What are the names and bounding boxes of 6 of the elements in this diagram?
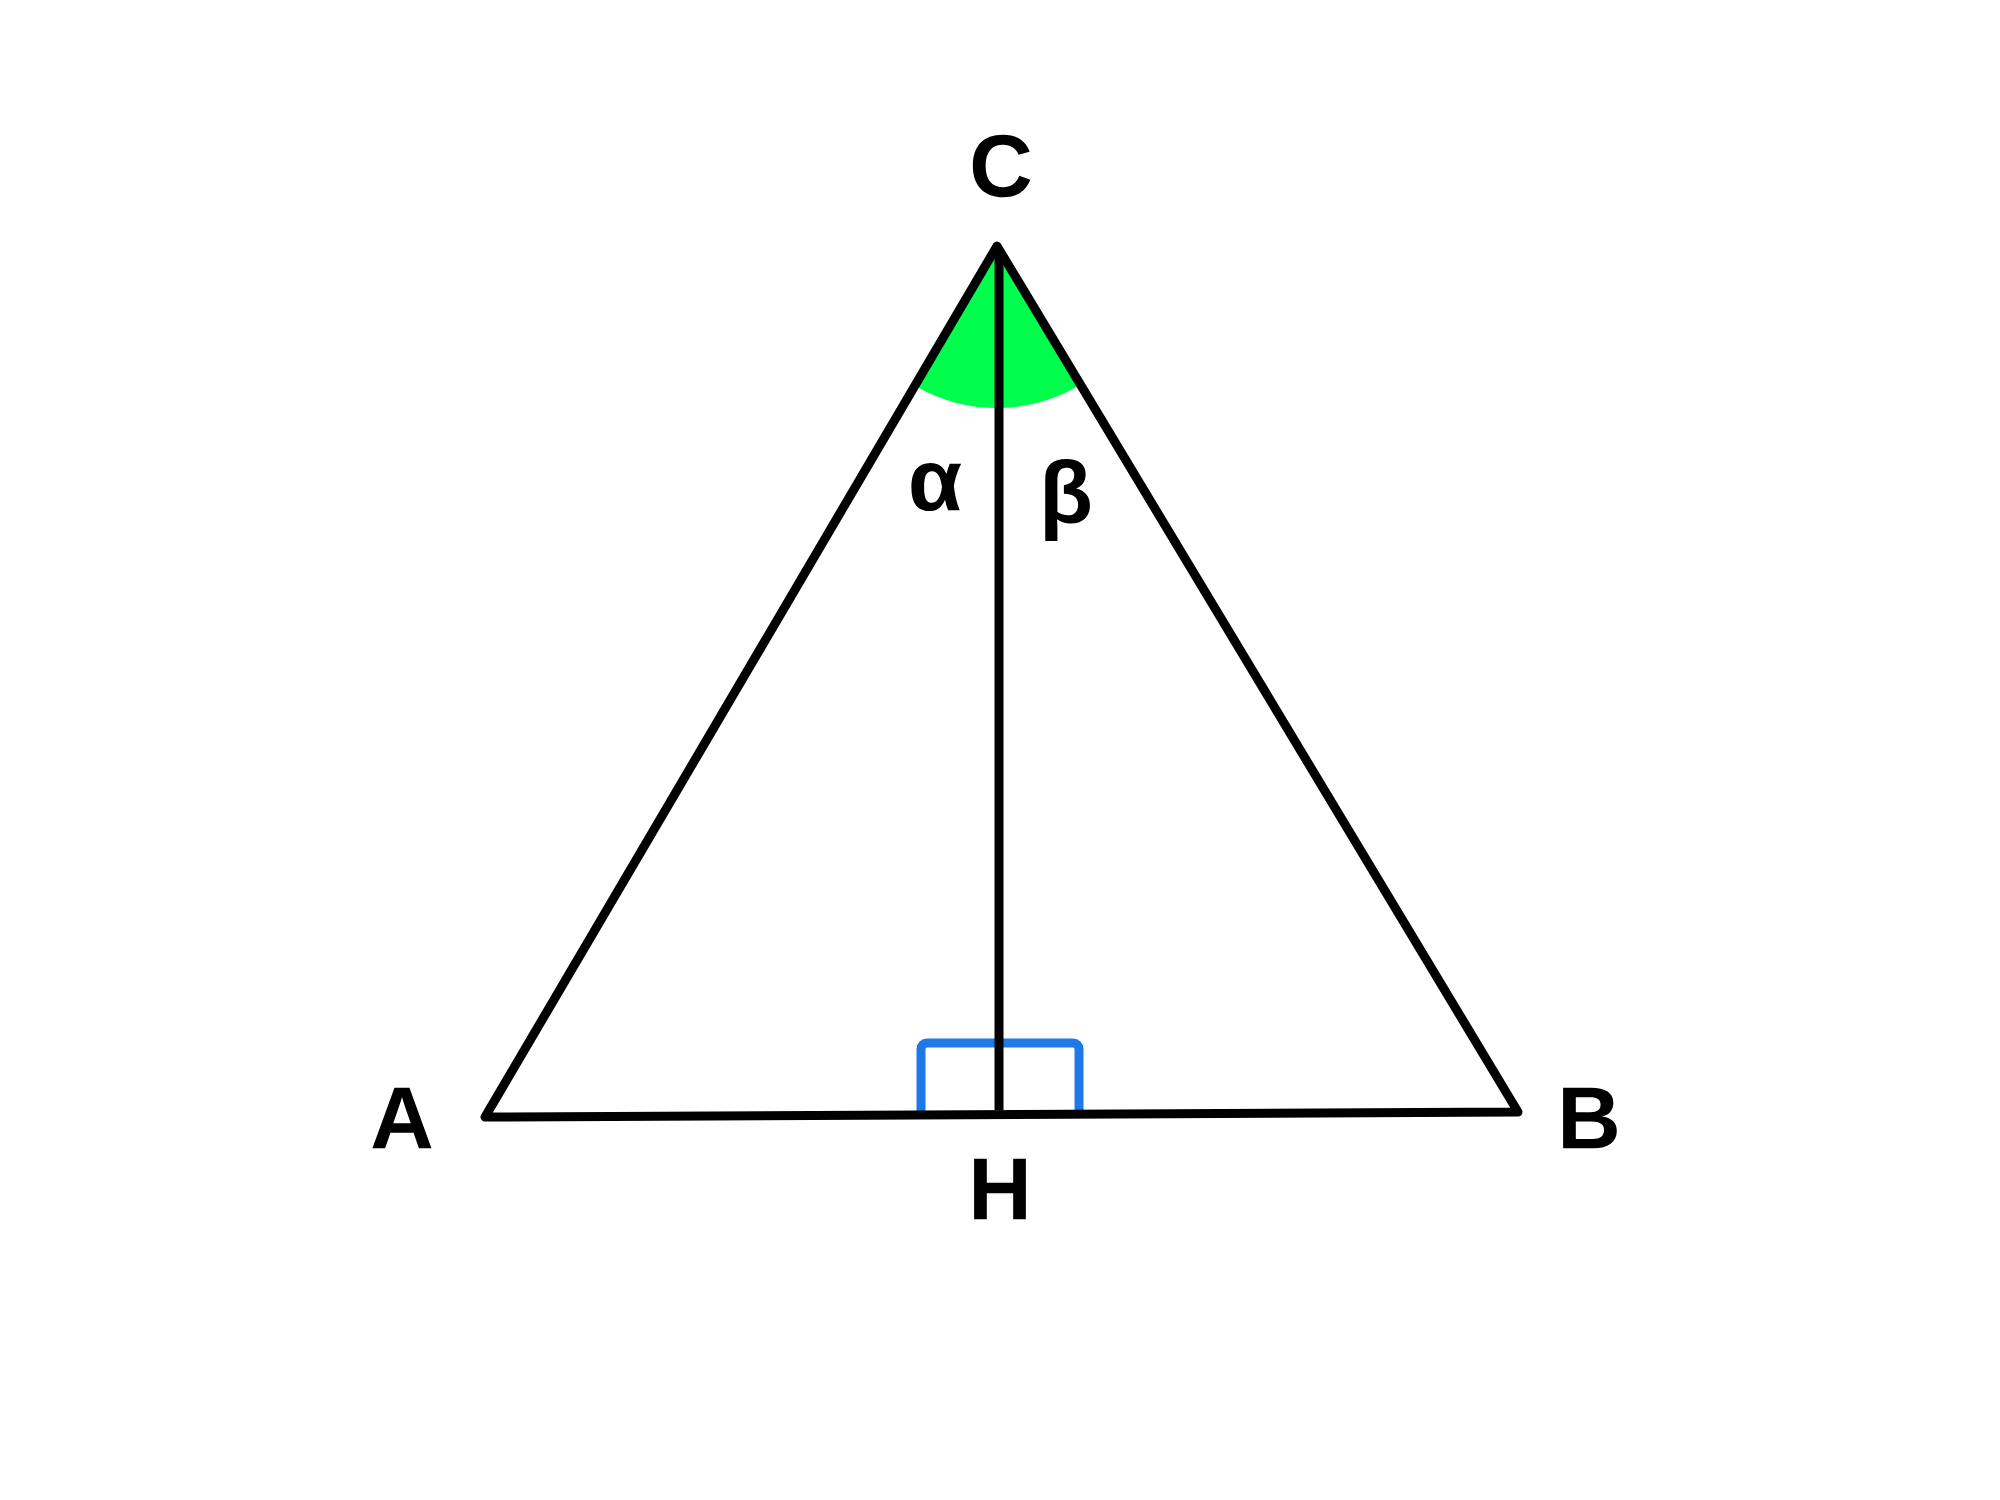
vertex-label: A: [372, 1087, 432, 1149]
angle-label: β: [1045, 459, 1090, 541]
vertex-label: C: [972, 134, 1031, 198]
vertex-label: H: [974, 1158, 1026, 1220]
vertex-label: B: [1563, 1087, 1617, 1149]
angle-label: α: [911, 462, 962, 512]
